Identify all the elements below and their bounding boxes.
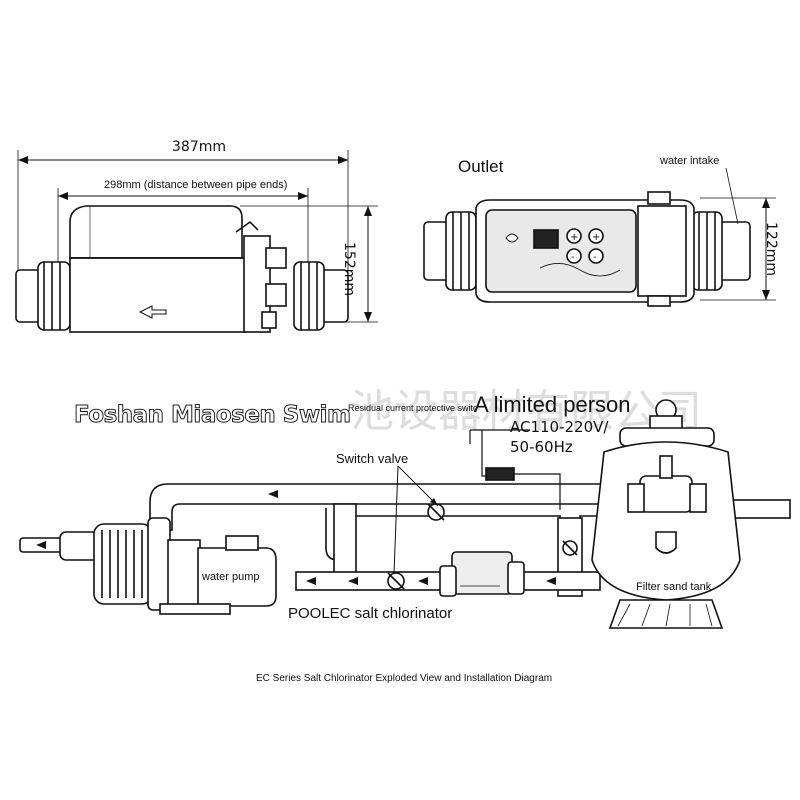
residual-switch-label: Residual current protective switch panel (348, 404, 476, 413)
switch-valve-label: Switch valve (336, 451, 409, 466)
dimension-front-height: 122mm (763, 222, 779, 276)
dimension-overall-width: 387mm (172, 139, 226, 155)
limited-person-label: A limited person (474, 392, 631, 417)
water-pump-illustration (19, 517, 277, 615)
voltage-label-line1: AC110-220V/ (510, 418, 609, 436)
voltage-label-line2: 50-60Hz (510, 438, 573, 456)
poolec-chlorinator-label: POOLEC salt chlorinator (288, 605, 453, 622)
svg-text:-: - (571, 252, 575, 263)
filter-sand-tank-illustration (591, 399, 741, 629)
outlet-label: Outlet (458, 157, 504, 176)
diagram-caption: EC Series Salt Chlorinator Exploded View… (256, 673, 553, 684)
dimension-pipe-ends: 298mm (distance between pipe ends) (104, 179, 288, 191)
chlorinator-side-view (15, 150, 378, 333)
dimension-side-height: 152mm (341, 242, 357, 296)
water-intake-label: water intake (660, 155, 720, 167)
chlorinator-front-view: + + - - (423, 167, 776, 307)
water-pump-label: water pump (202, 571, 260, 583)
svg-text:-: - (593, 252, 597, 263)
svg-text:+: + (592, 232, 600, 243)
svg-text:+: + (570, 232, 578, 243)
brand-overlay-text: Foshan Miaosen Swim (73, 402, 351, 428)
filter-sand-tank-label: Filter sand tank (636, 581, 712, 593)
